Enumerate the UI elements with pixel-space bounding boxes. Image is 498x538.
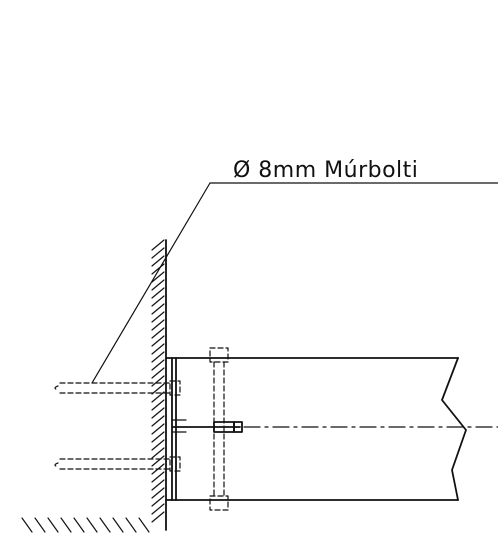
callout-leader <box>91 182 498 384</box>
floor-hatch-mark <box>99 517 111 533</box>
wall-hatch-mark <box>151 287 165 299</box>
wall-hatch-mark <box>151 439 165 451</box>
wall <box>151 239 167 531</box>
floor-hatch-mark <box>138 517 150 533</box>
wall-hatch-mark <box>151 319 165 331</box>
wall-hatch-mark <box>151 351 165 363</box>
floor-hatch-mark <box>21 517 33 533</box>
wall-hatch-mark <box>151 383 165 395</box>
wall-hatch-mark <box>151 399 165 411</box>
wall-hatch-mark <box>151 343 165 355</box>
bracket-profile <box>165 357 467 501</box>
wall-hatch-mark <box>151 503 165 515</box>
floor-hatch-mark <box>34 517 46 533</box>
floor-hatch-mark <box>112 517 124 533</box>
anchor-bolt-upper <box>54 380 181 396</box>
wall-hatch-mark <box>151 239 165 251</box>
wall-hatch-mark <box>151 471 165 483</box>
wall-hatch-mark <box>151 495 165 507</box>
wall-hatch-mark <box>151 303 165 315</box>
center-rod <box>171 421 243 433</box>
wall-hatch-mark <box>151 263 165 275</box>
wall-hatch-mark <box>151 511 165 523</box>
wall-hatch-mark <box>151 391 165 403</box>
floor-hatch-mark <box>73 517 85 533</box>
wall-hatch-mark <box>151 415 165 427</box>
wall-hatch-mark <box>151 295 165 307</box>
wall-hatch-mark <box>151 311 165 323</box>
callout-label: Ø 8mm Múrbolti <box>233 158 418 183</box>
floor-hatching <box>21 517 150 533</box>
wall-hatch-mark <box>151 335 165 347</box>
wall-hatch-mark <box>151 487 165 499</box>
wall-hatch-mark <box>151 423 165 435</box>
wall-hatch-mark <box>151 279 165 291</box>
wall-hatch-mark <box>151 431 165 443</box>
wall-hatch-mark <box>151 447 165 459</box>
floor-hatch-mark <box>86 517 98 533</box>
wall-hatch-mark <box>151 255 165 267</box>
wall-hatching <box>151 239 165 523</box>
wall-hatch-mark <box>151 327 165 339</box>
wall-hatch-mark <box>151 479 165 491</box>
wall-hatch-mark <box>151 359 165 371</box>
floor-hatch-mark <box>60 517 72 533</box>
wall-hatch-mark <box>151 271 165 283</box>
wall-hatch-mark <box>151 407 165 419</box>
floor-hatch-mark <box>125 517 137 533</box>
through-bolt <box>209 347 229 511</box>
wall-hatch-mark <box>151 375 165 387</box>
floor-hatch-mark <box>47 517 59 533</box>
anchor-bolt-lower <box>54 456 181 472</box>
wall-hatch-mark <box>151 455 165 467</box>
wall-hatch-mark <box>151 367 165 379</box>
wall-hatch-mark <box>151 247 165 259</box>
